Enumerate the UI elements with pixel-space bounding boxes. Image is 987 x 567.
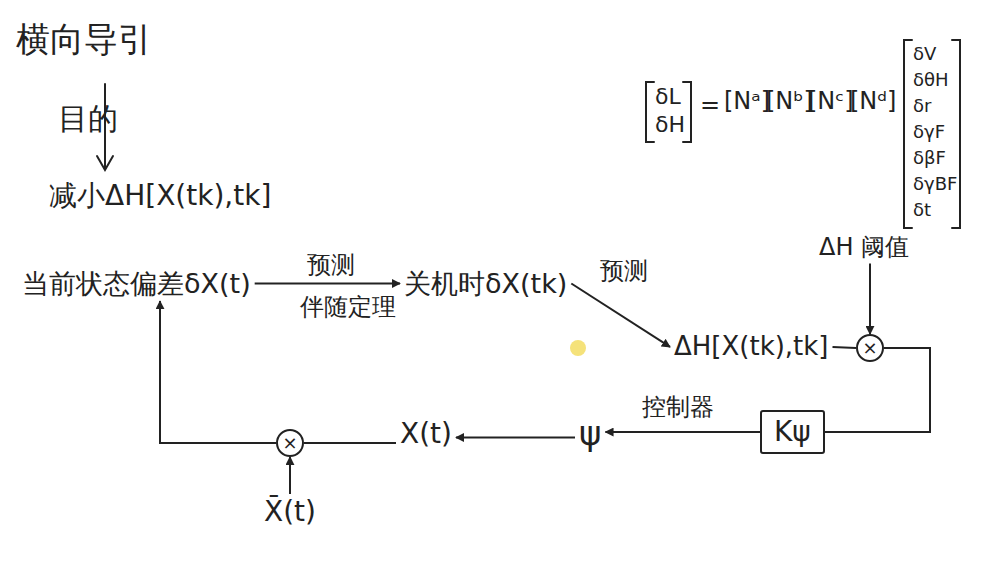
purpose-arrow-head xyxy=(97,156,113,170)
flow-connector xyxy=(869,264,871,334)
node-text: ΔH[X(tk),tk] xyxy=(674,332,829,362)
matrix-bracket xyxy=(904,40,912,228)
node-text: × xyxy=(282,434,297,452)
node-text: × xyxy=(862,339,877,357)
flow-connector xyxy=(833,347,857,348)
matrix-entry: δβF xyxy=(913,148,946,169)
gain-box: Kψ xyxy=(760,410,825,454)
node-text: ΔH 阈值 xyxy=(819,234,909,262)
node-text: ψ xyxy=(579,414,601,453)
summing-junction: × xyxy=(856,334,884,362)
flow-node: 当前状态偏差δX(t) xyxy=(18,266,255,301)
matrix-entry: [Nᵇ] xyxy=(766,88,813,116)
cursor-dot xyxy=(570,340,586,356)
flow-connector xyxy=(255,283,400,285)
node-text: 当前状态偏差δX(t) xyxy=(22,268,251,299)
matrix-entry: δγF xyxy=(913,122,945,143)
purpose-label: 目的 xyxy=(58,102,118,137)
matrix-entry: [Nᵈ] xyxy=(850,88,896,116)
node-text: 减小ΔH[X(tk),tk] xyxy=(49,180,271,212)
matrix-entry: δV xyxy=(913,44,936,65)
flow-node: X(t) xyxy=(396,416,456,452)
matrix-entry: δt xyxy=(913,200,931,221)
flow-connector xyxy=(605,431,760,433)
edge-label: 预测 xyxy=(598,258,650,286)
edge-label: 预测 xyxy=(305,252,357,280)
diagram-title: 横向导引 xyxy=(16,20,152,59)
node-text: X̄(t) xyxy=(264,496,316,528)
flow-connector xyxy=(289,457,291,494)
edge-note: 伴随定理 xyxy=(300,294,396,322)
matrix-entry: δγBF xyxy=(913,174,957,195)
matrix-bracket xyxy=(646,82,654,142)
flow-node: ΔH 阈值 xyxy=(815,232,913,264)
flow-node: 关机时δX(tk) xyxy=(400,266,571,301)
matrix-entry: δH xyxy=(655,112,685,137)
flow-node: ψ xyxy=(575,412,605,455)
matrix-entry: δr xyxy=(913,96,931,117)
summing-junction: × xyxy=(276,429,304,457)
flow-connector xyxy=(571,284,670,347)
flow-connector xyxy=(160,301,276,443)
matrix-bracket xyxy=(952,40,960,228)
edge-label: 控制器 xyxy=(640,394,716,422)
node-text: Kψ xyxy=(774,416,811,448)
node-text: X(t) xyxy=(400,418,452,450)
matrix-entry: = xyxy=(700,92,720,120)
flow-node: 减小ΔH[X(tk),tk] xyxy=(45,178,275,214)
matrix-entry: [Nᶜ] xyxy=(808,88,854,116)
flow-connector xyxy=(304,442,396,444)
flow-node: X̄(t) xyxy=(260,494,320,530)
matrix-entry: δL xyxy=(655,84,681,109)
matrix-entry: δθH xyxy=(913,70,949,91)
node-text: 关机时δX(tk) xyxy=(404,268,567,299)
flow-connector xyxy=(825,348,930,432)
flow-connector xyxy=(456,437,575,439)
flow-node: ΔH[X(tk),tk] xyxy=(670,330,833,364)
matrix-entry: [Nᵃ] xyxy=(724,88,770,116)
